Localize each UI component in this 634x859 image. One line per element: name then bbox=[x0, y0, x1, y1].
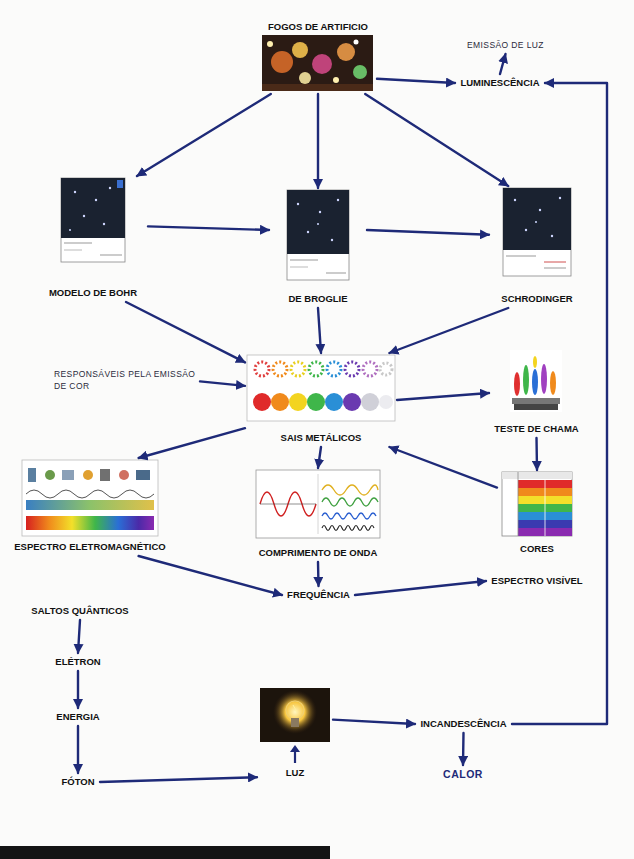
scan-edge-bar bbox=[0, 846, 330, 859]
concept-node: SAIS METÁLICOS bbox=[245, 353, 397, 447]
concept-label: DE BROGLIE bbox=[273, 292, 363, 306]
concept-label: ESPECTRO VISÍVEL bbox=[490, 574, 584, 588]
concept-arrow bbox=[389, 447, 497, 488]
concept-label: LUMINESCÊNCIA bbox=[459, 76, 541, 90]
concept-arrow bbox=[512, 83, 607, 724]
concept-arrow bbox=[317, 562, 320, 586]
fireworks-photo bbox=[262, 35, 373, 91]
concept-label: CORES bbox=[501, 542, 573, 556]
concept-label: FÓTON bbox=[60, 775, 96, 789]
concept-node: ESPECTRO ELETROMAGNÉTICO bbox=[9, 458, 171, 556]
concept-node: SALTOS QUÂNTICOS bbox=[26, 602, 134, 620]
concept-node: INCANDESCÊNCIA bbox=[415, 715, 512, 733]
concept-label: ESPECTRO ELETROMAGNÉTICO bbox=[13, 540, 167, 554]
concept-node: CALOR bbox=[438, 765, 488, 783]
electromagnetic-spectrum-chart bbox=[22, 460, 158, 536]
metal-salts-chart bbox=[247, 355, 395, 421]
concept-label: MODELO DE BOHR bbox=[42, 286, 144, 300]
concept-arrow bbox=[462, 733, 465, 765]
flame-test-photo bbox=[510, 350, 562, 412]
concept-node: FÓTON bbox=[56, 773, 100, 791]
concept-label: EMISSÃO DE LUZ bbox=[466, 38, 545, 52]
concept-arrow bbox=[78, 620, 80, 653]
colour-table bbox=[502, 472, 572, 536]
concept-arrow bbox=[148, 226, 269, 230]
concept-label: ENERGIA bbox=[55, 710, 101, 724]
concept-node: RESPONSÁVEIS PELA EMISSÃO DE COR bbox=[50, 366, 200, 394]
concept-label: TESTE DE CHAMA bbox=[493, 422, 580, 436]
concept-label: FREQUÊNCIA bbox=[286, 588, 351, 602]
light-up-arrow bbox=[290, 745, 300, 763]
concept-arrow bbox=[397, 393, 489, 400]
wavelength-chart bbox=[256, 470, 380, 538]
concept-arrow bbox=[377, 79, 455, 83]
concept-arrow bbox=[333, 720, 415, 724]
concept-arrow bbox=[77, 726, 79, 773]
concept-node: ESPECTRO VISÍVEL bbox=[486, 572, 588, 590]
concept-label: COMPRIMENTO DE ONDA bbox=[257, 546, 379, 560]
concept-node: SCHRODINGER bbox=[489, 186, 585, 308]
concept-label: CALOR bbox=[442, 767, 484, 781]
bohr-screenshot bbox=[61, 178, 125, 262]
concept-node: LUZ bbox=[257, 686, 333, 782]
concept-arrow bbox=[137, 94, 271, 176]
concept-label: SCHRODINGER bbox=[493, 292, 581, 306]
concept-label: ELÉTRON bbox=[54, 655, 102, 669]
concept-arrow bbox=[318, 447, 321, 468]
concept-node: ENERGIA bbox=[51, 708, 105, 726]
concept-node: LUMINESCÊNCIA bbox=[455, 74, 545, 92]
de-broglie-screenshot bbox=[287, 190, 349, 280]
concept-label: SALTOS QUÂNTICOS bbox=[30, 604, 130, 618]
concept-arrow bbox=[200, 381, 245, 386]
concept-node: FOGOS DE ARTIFICIO bbox=[259, 18, 377, 94]
concept-arrow bbox=[126, 302, 245, 362]
concept-label: RESPONSÁVEIS PELA EMISSÃO DE COR bbox=[54, 368, 196, 392]
concept-label: FOGOS DE ARTIFICIO bbox=[263, 20, 373, 34]
concept-arrow bbox=[535, 438, 538, 470]
concept-arrow bbox=[77, 671, 79, 708]
concept-arrow bbox=[318, 308, 321, 353]
concept-node: EMISSÃO DE LUZ bbox=[462, 36, 549, 54]
concept-arrow bbox=[367, 230, 489, 235]
concept-node: TESTE DE CHAMA bbox=[489, 348, 584, 438]
concept-label: SAIS METÁLICOS bbox=[249, 431, 393, 445]
concept-node: DE BROGLIE bbox=[269, 188, 367, 308]
concept-arrow bbox=[365, 94, 508, 186]
concept-arrow bbox=[355, 581, 486, 595]
concept-node: ELÉTRON bbox=[50, 653, 106, 671]
concept-arrow bbox=[317, 94, 319, 188]
concept-label: INCANDESCÊNCIA bbox=[419, 717, 508, 731]
concept-node: FREQUÊNCIA bbox=[282, 586, 355, 604]
concept-node: COMPRIMENTO DE ONDA bbox=[253, 468, 383, 562]
schrodinger-screenshot bbox=[503, 188, 571, 276]
concept-arrow bbox=[139, 428, 245, 458]
light-bulb-photo bbox=[260, 688, 330, 742]
concept-label: LUZ bbox=[261, 766, 329, 780]
concept-arrow bbox=[139, 556, 282, 595]
concept-arrow bbox=[100, 777, 257, 782]
concept-node: MODELO DE BOHR bbox=[38, 176, 148, 302]
concept-arrow bbox=[500, 54, 506, 74]
concept-node: CORES bbox=[497, 470, 577, 558]
concept-arrow bbox=[389, 308, 508, 353]
